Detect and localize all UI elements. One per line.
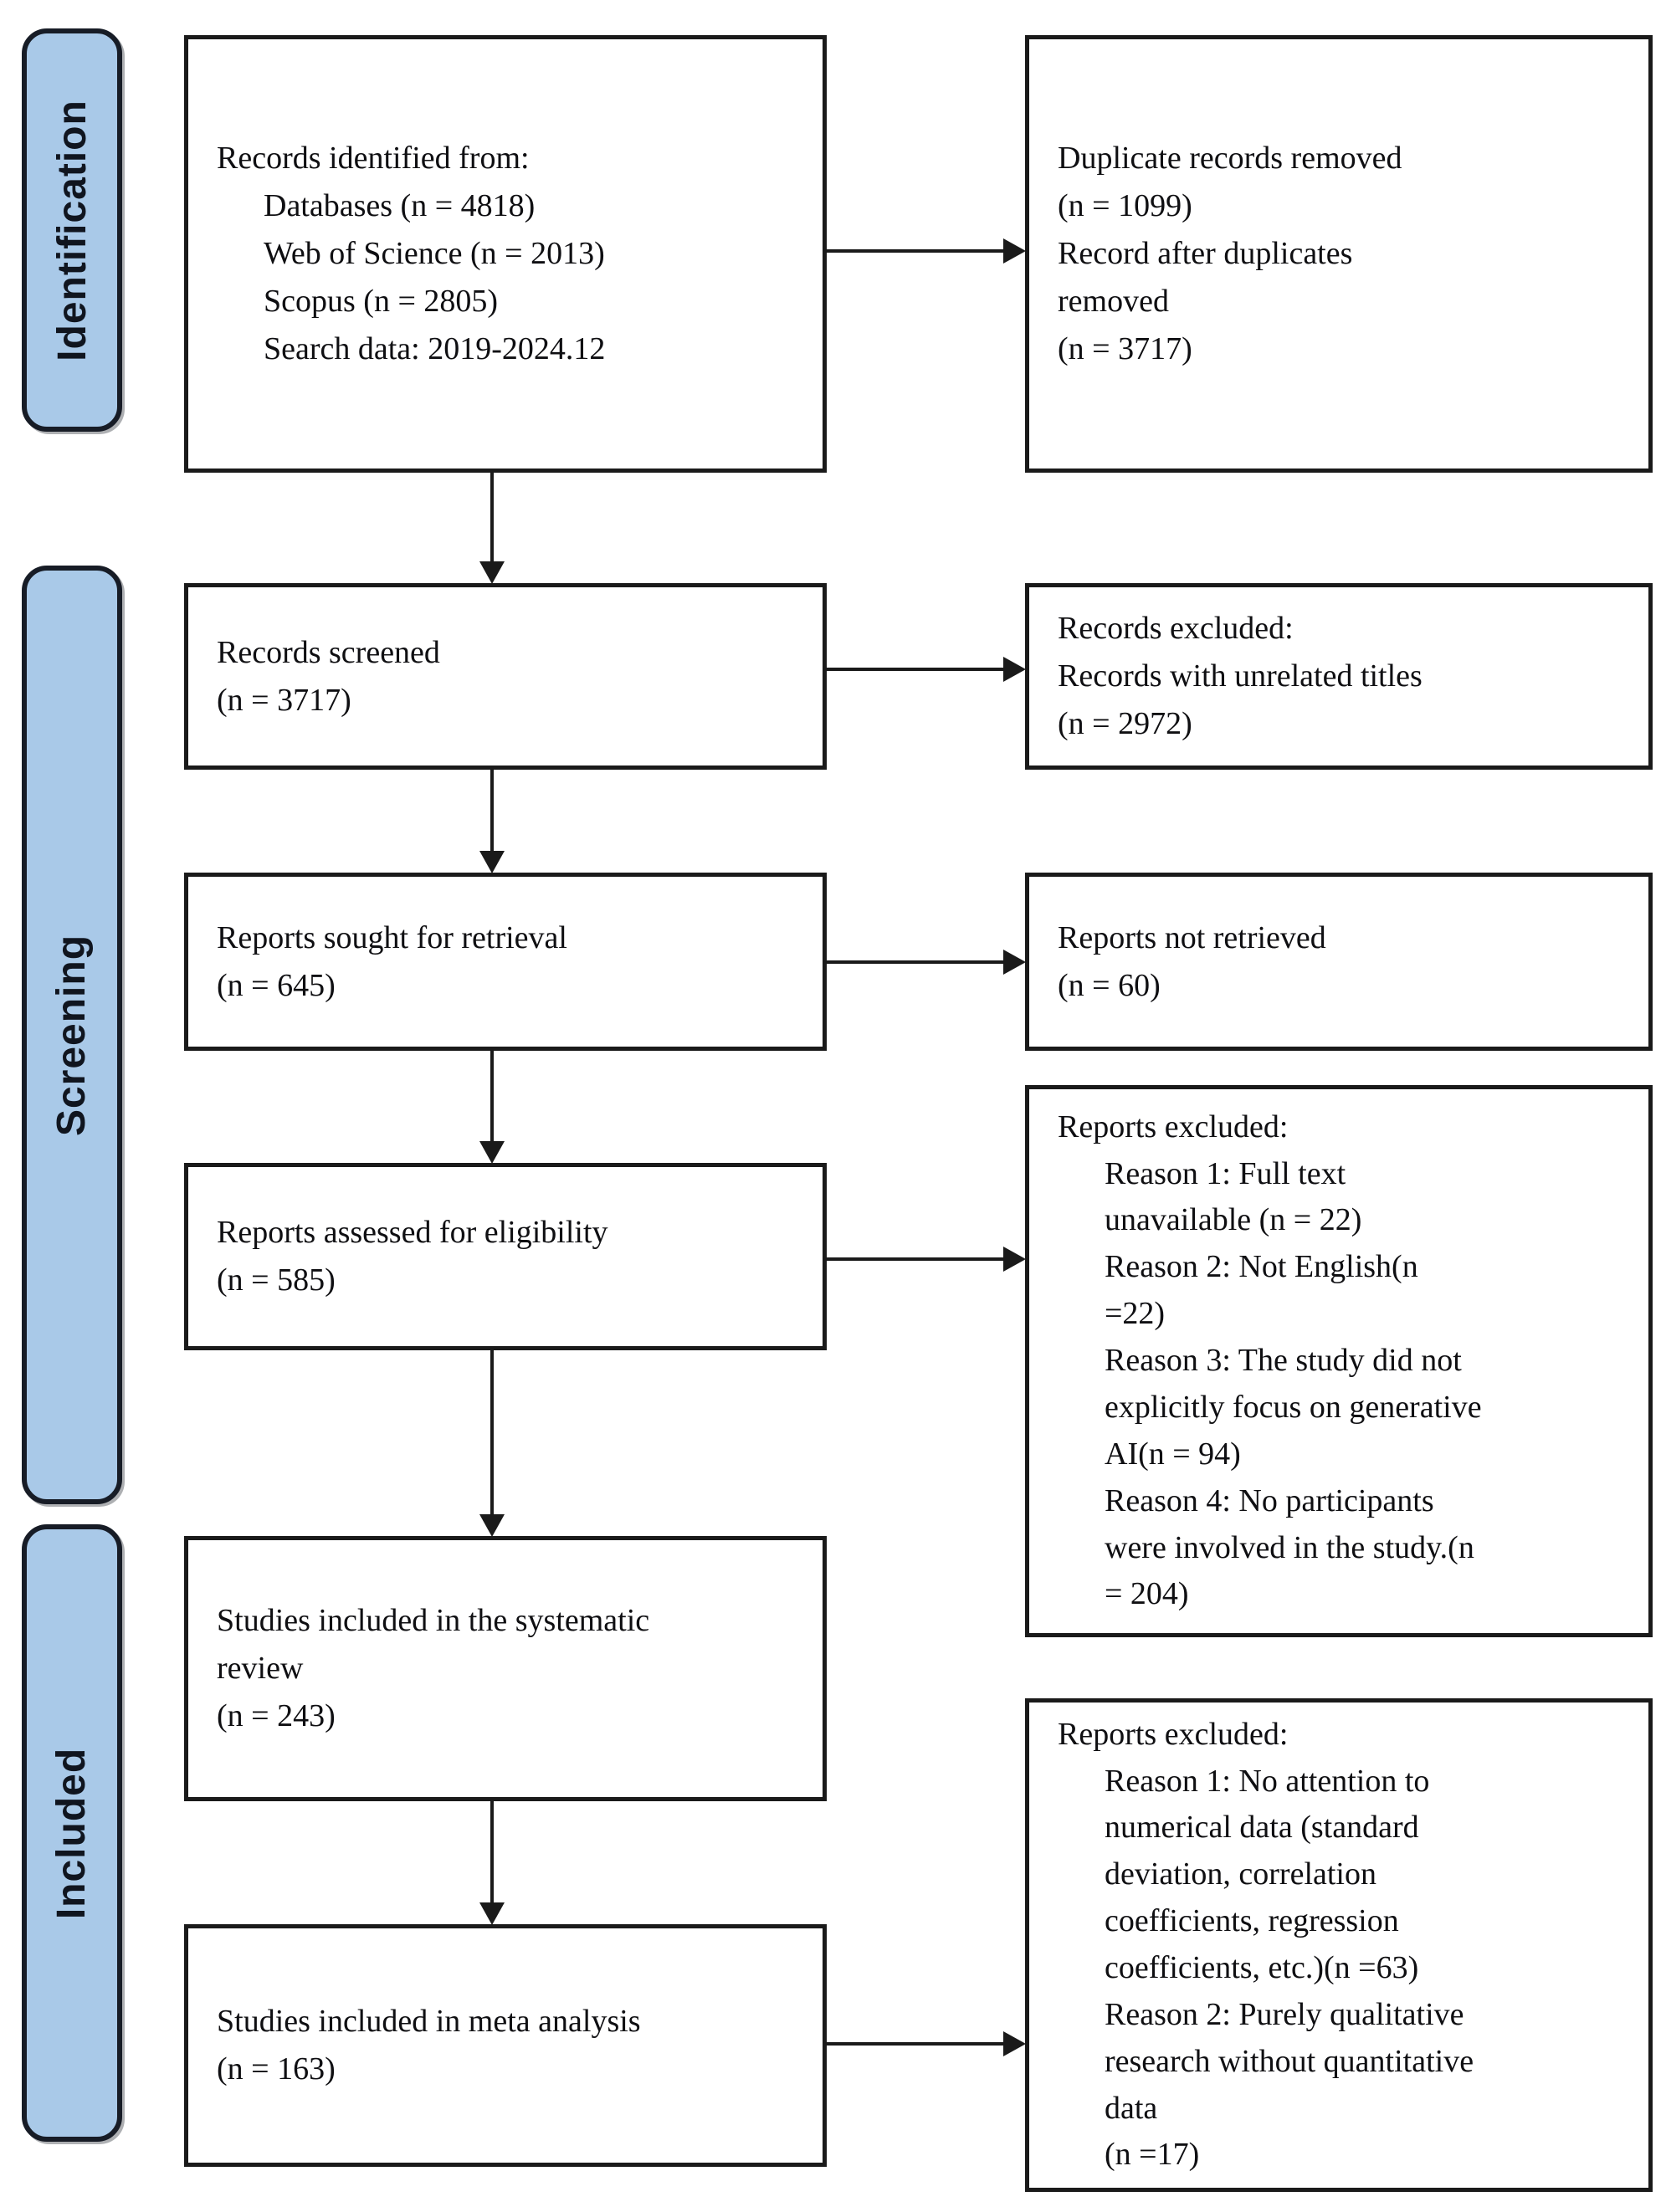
box-line: coefficients, regression <box>1105 1903 1399 1939</box>
box-line: (n = 645) <box>217 967 336 1003</box>
arrowhead-right-icon <box>1003 2031 1026 2056</box>
connector-systematic-to-meta <box>490 1801 494 1904</box>
box-line: Web of Science (n = 2013) <box>264 236 605 271</box>
box-line: Records identified from: <box>217 141 530 176</box>
arrowhead-down-icon <box>479 561 505 584</box>
stage-label-identification: Identification <box>22 28 122 432</box>
connector-identified-to-duplicates <box>827 249 1006 253</box>
connector-meta-to-excluded <box>827 2042 1006 2046</box>
box-line: (n = 585) <box>217 1262 336 1298</box>
box-line: removed <box>1058 284 1169 319</box>
box-reports-not-retrieved: Reports not retrieved (n = 60) <box>1025 873 1653 1051</box>
box-records-identified: Records identified from: Databases (n = … <box>184 35 827 473</box>
box-line: Record after duplicates <box>1058 236 1353 271</box>
arrowhead-right-icon <box>1003 1247 1026 1272</box>
box-line: research without quantitative <box>1105 2043 1474 2079</box>
connector-identified-to-screened <box>490 473 494 563</box>
stage-label-included: Included <box>22 1524 122 2142</box>
box-line: Reason 3: The study did not <box>1105 1343 1462 1379</box>
box-records-screened: Records screened (n = 3717) <box>184 583 827 770</box>
box-line: review <box>217 1651 304 1686</box>
box-line: (n = 2972) <box>1058 706 1192 741</box>
connector-sought-to-not-retrieved <box>827 960 1006 964</box>
box-line: Studies included in meta analysis <box>217 2004 641 2039</box>
connector-assessed-to-systematic <box>490 1350 494 1516</box>
box-reports-sought: Reports sought for retrieval (n = 645) <box>184 873 827 1051</box>
box-line: Reason 1: No attention to <box>1105 1763 1430 1799</box>
arrowhead-right-icon <box>1003 238 1026 264</box>
box-line: (n = 3717) <box>1058 331 1192 366</box>
box-line: Records screened <box>217 634 440 670</box>
stage-label-text: Screening <box>49 934 95 1136</box>
stage-label-text: Identification <box>49 99 95 361</box>
box-line: were involved in the study.(n <box>1105 1529 1474 1565</box>
box-line: Studies included in the systematic <box>217 1603 650 1638</box>
box-line: numerical data (standard <box>1105 1810 1419 1846</box>
box-line: Reports assessed for eligibility <box>217 1215 608 1250</box>
box-line: (n = 163) <box>217 2051 336 2087</box>
box-line: data <box>1105 2090 1158 2126</box>
box-reports-excluded-eligibility: Reports excluded: Reason 1: Full text un… <box>1025 1085 1653 1637</box>
arrowhead-down-icon <box>479 851 505 873</box>
box-line: Reason 2: Not English(n <box>1105 1249 1418 1285</box>
stage-label-screening: Screening <box>22 566 122 1504</box>
arrowhead-down-icon <box>479 1902 505 1925</box>
box-line: Reports sought for retrieval <box>217 919 567 955</box>
box-line: Reports excluded: <box>1058 1109 1289 1144</box>
connector-sought-to-assessed <box>490 1051 494 1143</box>
connector-screened-to-excluded <box>827 668 1006 671</box>
box-line: = 204) <box>1105 1576 1189 1612</box>
box-line: Reports not retrieved <box>1058 919 1326 955</box>
box-line: (n = 243) <box>217 1698 336 1733</box>
box-reports-excluded-meta: Reports excluded: Reason 1: No attention… <box>1025 1698 1653 2192</box>
arrowhead-down-icon <box>479 1141 505 1164</box>
arrowhead-down-icon <box>479 1514 505 1537</box>
box-line: Duplicate records removed <box>1058 141 1402 176</box>
box-line: Reason 2: Purely qualitative <box>1105 1996 1464 2032</box>
box-reports-assessed: Reports assessed for eligibility (n = 58… <box>184 1163 827 1350</box>
box-line: Reason 4: No participants <box>1105 1482 1434 1518</box>
connector-assessed-to-excluded <box>827 1257 1006 1261</box>
connector-screened-to-sought <box>490 770 494 853</box>
box-line: Records with unrelated titles <box>1058 658 1423 694</box>
box-studies-meta-analysis: Studies included in meta analysis (n = 1… <box>184 1924 827 2167</box>
box-line: Reports excluded: <box>1058 1716 1289 1752</box>
box-line: Records excluded: <box>1058 611 1294 646</box>
arrowhead-right-icon <box>1003 950 1026 975</box>
box-line: Search data: 2019-2024.12 <box>264 331 606 366</box>
box-line: coefficients, etc.)(n =63) <box>1105 1950 1419 1985</box>
box-line: deviation, correlation <box>1105 1856 1376 1892</box>
box-records-excluded: Records excluded: Records with unrelated… <box>1025 583 1653 770</box>
box-line: Reason 1: Full text <box>1105 1155 1346 1191</box>
box-line: AI(n = 94) <box>1105 1436 1241 1472</box>
box-line: (n = 60) <box>1058 967 1161 1003</box>
box-duplicates-removed: Duplicate records removed (n = 1099) Rec… <box>1025 35 1653 473</box>
stage-label-text: Included <box>49 1747 95 1919</box>
box-studies-systematic-review: Studies included in the systematic revie… <box>184 1536 827 1801</box>
box-line: unavailable (n = 22) <box>1105 1202 1362 1238</box>
box-line: =22) <box>1105 1296 1166 1332</box>
box-line: Databases (n = 4818) <box>264 188 536 223</box>
box-line: (n =17) <box>1105 2137 1200 2173</box>
box-line: (n = 3717) <box>217 682 351 718</box>
box-line: Scopus (n = 2805) <box>264 284 499 319</box>
arrowhead-right-icon <box>1003 657 1026 682</box>
box-line: (n = 1099) <box>1058 188 1192 223</box>
box-line: explicitly focus on generative <box>1105 1389 1482 1425</box>
